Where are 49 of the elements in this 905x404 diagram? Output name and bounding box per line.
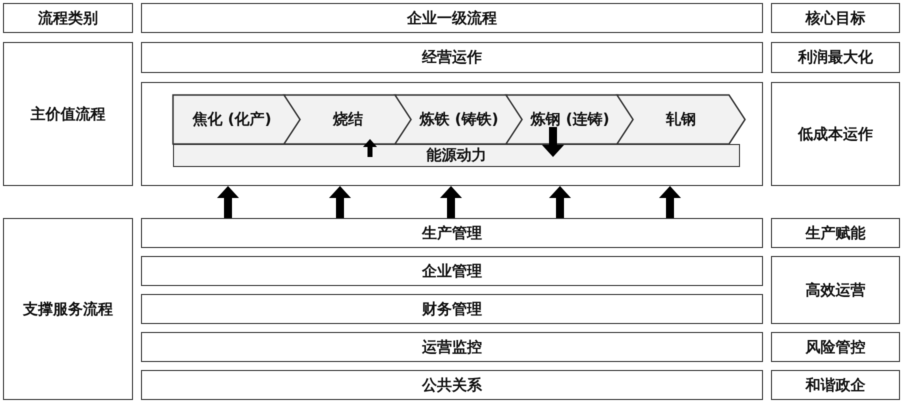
step-label: 和谐政企 xyxy=(806,376,866,394)
process-box xyxy=(3,3,133,33)
step-label: 主价值流程 xyxy=(30,104,106,124)
step-label: 公共关系 xyxy=(422,376,482,394)
block-arrow xyxy=(549,186,571,218)
process-box xyxy=(3,42,133,186)
step-label: 利润最大化 xyxy=(798,48,873,67)
block-arrow xyxy=(659,186,681,218)
step-label: 运营监控 xyxy=(422,338,482,356)
step-label: 高效运营 xyxy=(806,280,866,300)
step-label: 核心目标 xyxy=(806,8,866,28)
step-label: 烧结 xyxy=(332,110,364,129)
step-label: 风险管控 xyxy=(806,338,866,356)
process-box xyxy=(771,82,900,186)
block-arrow xyxy=(217,186,239,218)
step-label: 支撑服务流程 xyxy=(23,300,113,318)
energy-bar xyxy=(173,144,740,167)
block-arrow xyxy=(329,186,351,218)
step-label: 财务管理 xyxy=(422,300,482,318)
step-label: 企业一级流程 xyxy=(407,8,497,28)
process-box xyxy=(771,370,900,400)
step-label: 企业管理 xyxy=(422,262,482,280)
process-box xyxy=(141,42,763,73)
block-arrow xyxy=(542,127,564,157)
process-box xyxy=(771,332,900,362)
process-box xyxy=(771,42,900,73)
step-label: 生产管理 xyxy=(422,224,482,242)
container-box xyxy=(141,82,763,186)
process-box xyxy=(3,218,133,400)
step-label: 生产赋能 xyxy=(806,224,866,242)
step-label: 低成本运作 xyxy=(798,124,873,144)
process-box xyxy=(771,218,900,248)
step-label: 经营运作 xyxy=(422,48,482,67)
step-label: 炼铁 (铸铁) xyxy=(418,110,500,129)
process-box xyxy=(771,3,900,33)
process-box xyxy=(141,332,763,362)
step-label: 流程类别 xyxy=(38,8,98,28)
process-box xyxy=(141,370,763,400)
block-arrow xyxy=(363,139,377,157)
process-box xyxy=(141,294,763,324)
step-label: 能源动力 xyxy=(426,146,486,165)
process-box xyxy=(141,218,763,248)
block-arrow xyxy=(440,186,462,218)
process-box xyxy=(141,256,763,286)
step-label: 轧钢 xyxy=(664,110,697,129)
process-box xyxy=(141,3,763,33)
step-label: 炼钢 (连铸) xyxy=(529,110,610,129)
process-box xyxy=(771,256,900,324)
step-label: 焦化 (化产) xyxy=(192,110,272,129)
